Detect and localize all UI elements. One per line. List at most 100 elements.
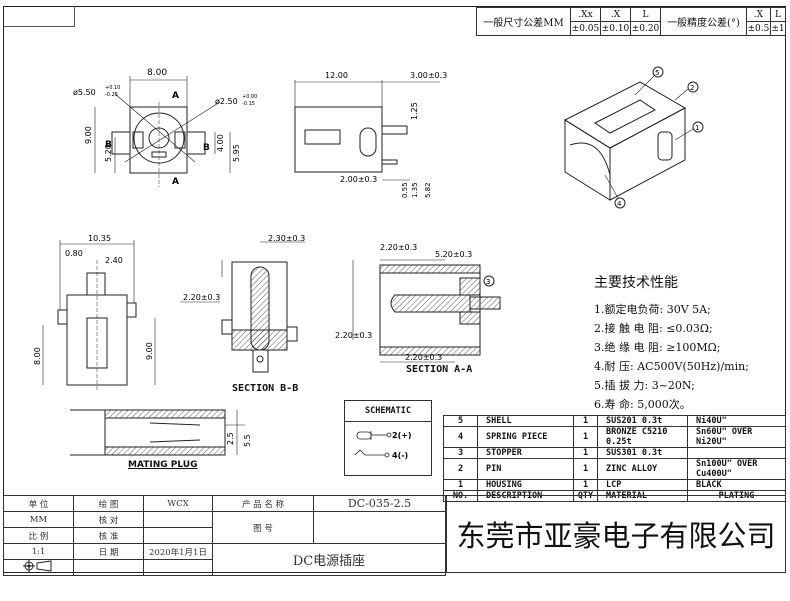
- spec-item: 3.绝 缘 电 阻: ≥100MΩ;: [594, 338, 749, 357]
- bottom-total: 10.35: [88, 234, 111, 243]
- schematic-box: SCHEMATIC 2(+) 4(-): [344, 400, 432, 476]
- section-bb-d1: 2.30±0.3: [268, 234, 305, 243]
- front-width: 8.00: [147, 68, 167, 78]
- section-aa-view: 2.20±0.3 5.20±0.3 2.20±0.3 2.20±0.3 3: [335, 243, 501, 363]
- date-value: 2020年1月1日: [143, 543, 213, 560]
- front-height: 9.00: [84, 126, 93, 144]
- side-pin-ext: 3.00±0.3: [410, 71, 447, 80]
- bom-header: MATERIAL: [597, 490, 688, 502]
- section-aa-d4: 2.20±0.3: [405, 353, 442, 362]
- outer-dia: ø5.50: [73, 88, 96, 97]
- spec-label: 3.绝 缘 电 阻:: [594, 341, 663, 354]
- scale-value: 1:1: [3, 543, 74, 560]
- bom-cell-no: 3: [443, 447, 478, 459]
- section-bb-view: 2.30±0.3 2.20±0.3: [180, 234, 305, 373]
- spec-value: 5,000次。: [637, 398, 691, 411]
- side-length: 12.00: [325, 71, 348, 80]
- bom-cell-qty: 1: [573, 415, 598, 427]
- callout-1: 1: [695, 124, 699, 132]
- approved-value: [143, 527, 213, 544]
- outer-dia-tol-up: +0.10: [105, 85, 120, 91]
- checked-label: 核 对: [73, 511, 144, 528]
- tol-value: ±0.05: [569, 21, 601, 36]
- pin-dia: ø2.50: [215, 97, 238, 106]
- bom-cell-desc: SPRING PIECE: [477, 426, 574, 448]
- bom-cell-plating: Sn100U" OVER Cu400U": [687, 458, 786, 480]
- callout-3: 3: [486, 278, 490, 286]
- bom-cell-desc: STOPPER: [477, 447, 574, 459]
- isometric-view: 5 2 1 4: [563, 66, 704, 209]
- drawing-no-value: [313, 511, 446, 544]
- bottom-d2: 2.40: [105, 256, 123, 265]
- spec-value: ≥100MΩ;: [666, 341, 721, 354]
- tolerance-table: 一般尺寸公差MM .Xx .X L 一般精度公差(°) .X L ±0.05 ±…: [476, 7, 787, 36]
- specs-list: 1.额定电负荷: 30V 5A; 2.接 触 电 阻: ≤0.03Ω; 3.绝 …: [594, 300, 749, 414]
- spec-item: 4.耐 压: AC500V(50Hz)/min;: [594, 357, 749, 376]
- bom-cell-qty: 1: [573, 447, 598, 459]
- company-name: 东莞市亚豪电子有限公司: [446, 495, 786, 573]
- tol-header: L: [629, 7, 662, 22]
- bom-header: PLATING: [687, 490, 786, 502]
- tol-header: L: [769, 7, 787, 22]
- bottom-d1: 0.80: [65, 249, 83, 258]
- side-d2: 2.00±0.3: [340, 175, 377, 184]
- angular-tolerance-label: 一般精度公差(°): [660, 7, 747, 36]
- bom-cell-plating: Sn60U" OVER Ni20U": [687, 426, 786, 448]
- schematic-diagram: 2(+) 4(-): [354, 431, 412, 460]
- bom-cell-qty: 1: [573, 458, 598, 480]
- bom-cell-material: LCP: [597, 479, 688, 491]
- pin-dia-tol-dn: -0.15: [242, 101, 255, 107]
- product-name-label: 产 品 名 称: [212, 495, 314, 512]
- spec-value: ≤0.03Ω;: [666, 322, 713, 335]
- spec-item: 1.额定电负荷: 30V 5A;: [594, 300, 749, 319]
- schematic-pin-minus: 4(-): [392, 451, 408, 460]
- product-title: DC电源插座: [212, 543, 446, 576]
- spec-value: AC500V(50Hz)/min;: [637, 360, 749, 373]
- bom-cell-material: BRONZE C5210 0.25t: [597, 426, 688, 448]
- mating-plug-title: MATING PLUG: [128, 460, 198, 470]
- bottom-view: 10.35 0.80 2.40 8.00 9.00: [33, 234, 156, 390]
- bom-cell-qty: 1: [573, 426, 598, 448]
- section-a-marker: A: [172, 177, 179, 187]
- section-b-marker: B: [203, 143, 210, 153]
- product-name-value: DC-035-2.5: [313, 495, 446, 512]
- tol-value: ±0.5: [745, 21, 771, 36]
- title-block-table: 单 位 绘 图 WCX 产 品 名 称 DC-035-2.5 MM 核 对 图 …: [3, 495, 446, 576]
- side-d3: 0.55: [401, 182, 409, 198]
- bom-cell-no: 2: [443, 458, 478, 480]
- scale-label: 比 例: [3, 527, 74, 544]
- corner-box: [3, 6, 75, 27]
- callout-5: 5: [655, 69, 659, 77]
- section-bb-title: SECTION B-B: [232, 383, 299, 394]
- bom-cell-no: 4: [443, 426, 478, 448]
- linear-tolerance-label: 一般尺寸公差MM: [476, 7, 571, 36]
- specs-block: 主要技术性能 1.额定电负荷: 30V 5A; 2.接 触 电 阻: ≤0.03…: [594, 272, 749, 414]
- spec-item: 6.寿 命: 5,000次。: [594, 395, 749, 414]
- spec-label: 1.额定电负荷:: [594, 303, 664, 316]
- bom-cell-desc: PIN: [477, 458, 574, 480]
- spec-label: 4.耐 压:: [594, 360, 634, 373]
- bom-cell-desc: SHELL: [477, 415, 574, 427]
- unit-label: 单 位: [3, 495, 74, 512]
- drawn-label: 绘 图: [73, 495, 144, 512]
- bom-cell-material: SUS201 0.3t: [597, 415, 688, 427]
- callout-4: 4: [617, 200, 622, 208]
- section-aa-d3: 2.20±0.3: [335, 331, 372, 340]
- spec-item: 5.插 拔 力: 3~20N;: [594, 376, 749, 395]
- date-label: 日 期: [73, 543, 144, 560]
- outer-dia-tol-dn: -0.25: [105, 92, 118, 98]
- bom-cell-plating: Ni40U": [687, 415, 786, 427]
- spec-value: 3~20N;: [651, 379, 695, 392]
- section-aa-title: SECTION A-A: [406, 364, 473, 375]
- side-view: 12.00 3.00±0.3 1.25 2.00±0.3 0.55 1.35 5…: [294, 71, 447, 198]
- front-h3: 5.95: [232, 144, 241, 162]
- section-a-marker: A: [172, 91, 179, 101]
- drawing-no-label: 图 号: [212, 511, 314, 544]
- drawn-value: WCX: [143, 495, 213, 512]
- bom-cell-no: 1: [443, 479, 478, 491]
- spec-item: 2.接 触 电 阻: ≤0.03Ω;: [594, 319, 749, 338]
